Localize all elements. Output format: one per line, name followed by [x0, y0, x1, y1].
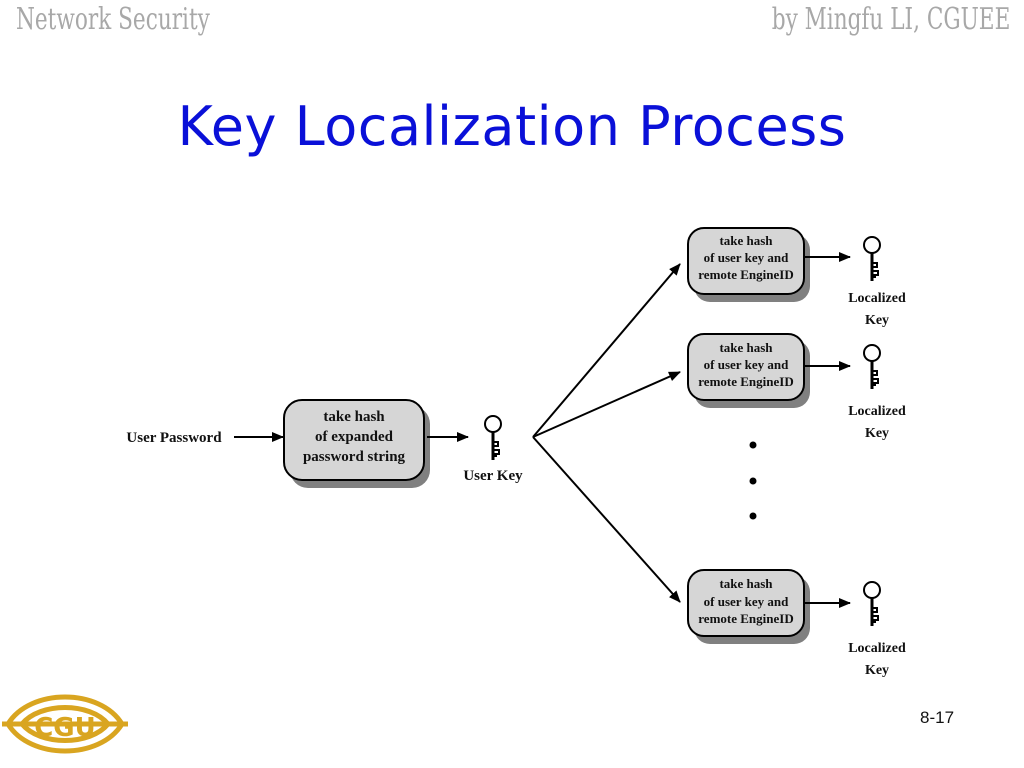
- localized-key-label: Localized: [848, 291, 906, 306]
- svg-text:take hash: take hash: [719, 340, 773, 355]
- svg-text:of user key and: of user key and: [704, 250, 789, 265]
- fanout-arrow-3: [532, 436, 681, 603]
- localized-key-label: Key: [865, 426, 889, 441]
- user-password-label: User Password: [126, 430, 222, 446]
- localized-key-label: Key: [865, 663, 889, 678]
- fanout-arrow-2: [532, 371, 681, 438]
- svg-text:remote EngineID: remote EngineID: [698, 611, 793, 626]
- cgu-logo: CGU: [2, 694, 128, 754]
- localized-key-label: Localized: [848, 641, 906, 656]
- page-number: 8-17: [920, 708, 955, 727]
- svg-text:remote EngineID: remote EngineID: [698, 267, 793, 282]
- header-author: by Mingfu LI, CGUEE: [771, 2, 1010, 37]
- user-key-icon: [483, 414, 503, 462]
- remote-hash-box: take hash of user key and remote EngineI…: [687, 333, 810, 408]
- svg-text:password string: password string: [303, 449, 406, 465]
- hash-password-box: take hash of expanded password string: [283, 399, 430, 488]
- svg-text:remote EngineID: remote EngineID: [698, 374, 793, 389]
- localized-key-label: Key: [865, 313, 889, 328]
- svg-text:take hash: take hash: [719, 576, 773, 591]
- fanout-arrow-1: [532, 263, 681, 438]
- remote-hash-box: take hash of user key and remote EngineI…: [687, 569, 810, 644]
- svg-text:CGU: CGU: [34, 713, 96, 743]
- svg-text:of user key and: of user key and: [704, 357, 789, 372]
- header-course-title: Network Security: [16, 2, 210, 37]
- localized-key-icon: [862, 343, 882, 391]
- user-key-label: User Key: [463, 468, 523, 484]
- svg-text:take hash: take hash: [323, 409, 385, 425]
- localized-key-icon: [862, 235, 882, 283]
- slide-title: Key Localization Process: [177, 95, 847, 158]
- svg-text:of expanded: of expanded: [315, 429, 394, 445]
- svg-text:of user key and: of user key and: [704, 594, 789, 609]
- localized-key-label: Localized: [848, 404, 906, 419]
- remote-hash-box: take hash of user key and remote EngineI…: [687, 227, 810, 302]
- localized-key-icon: [862, 580, 882, 628]
- svg-text:take hash: take hash: [719, 233, 773, 248]
- ellipsis-dots: [749, 441, 757, 520]
